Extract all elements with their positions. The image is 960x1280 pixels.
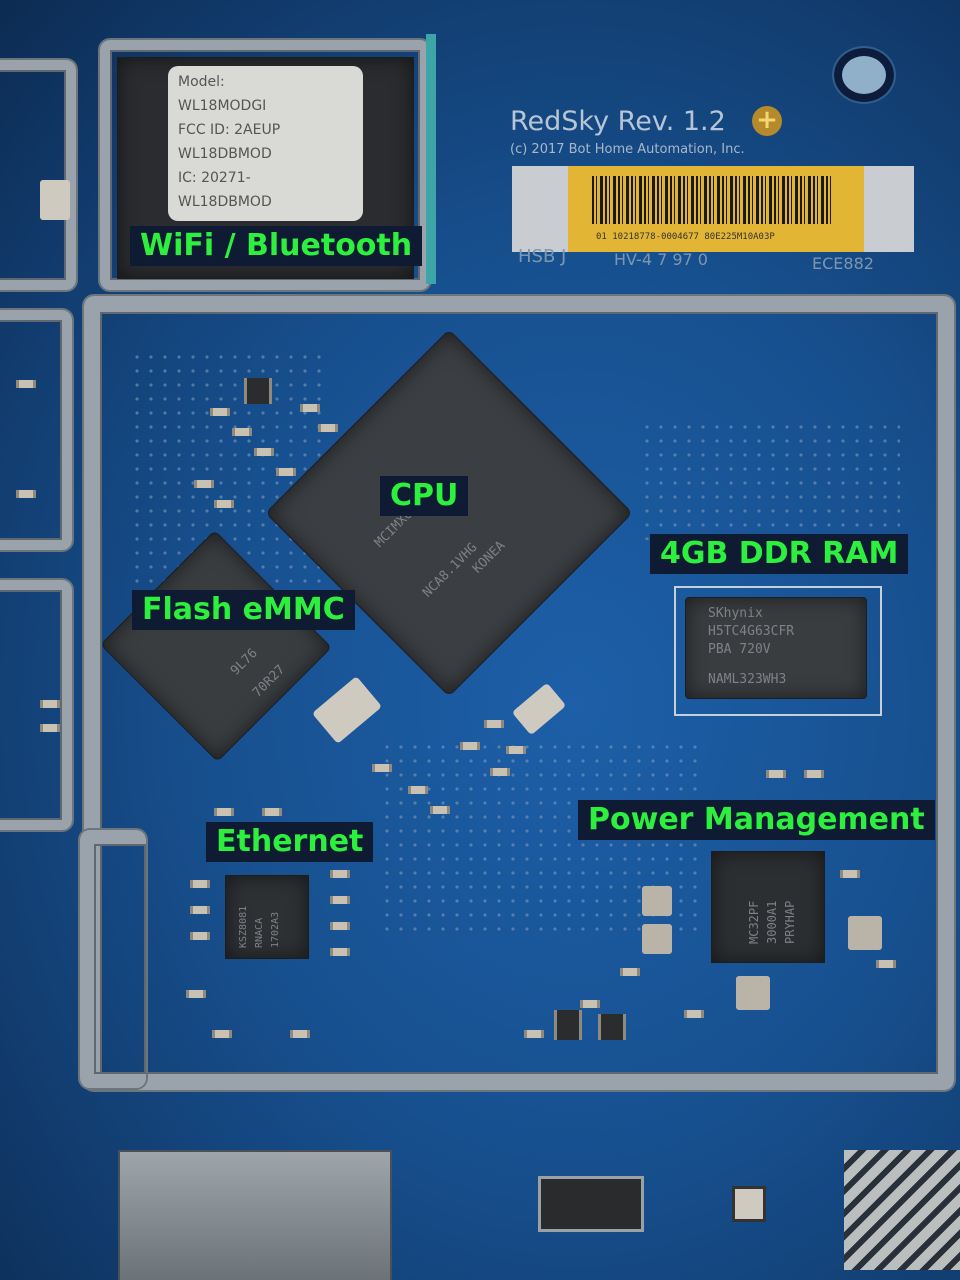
smd-part [460, 742, 480, 750]
inductor [642, 924, 672, 954]
smd-part [300, 404, 320, 412]
smd-part [214, 808, 234, 816]
sticker-line: WL18DBMOD [178, 146, 272, 162]
eth-marking-2: RNACA [254, 917, 265, 948]
ram-marking-4: NAML323WH3 [708, 672, 787, 687]
label-cpu: CPU [380, 476, 469, 516]
smd-part [16, 490, 36, 498]
antenna-strip [426, 34, 436, 284]
smd-part [194, 480, 214, 488]
module-sticker: Model: WL18MODGI FCC ID: 2AEUP WL18DBMOD… [168, 66, 363, 221]
pmic-marking-1: MC32PF [747, 900, 761, 944]
power-connector [538, 1176, 644, 1232]
smd-part [330, 922, 350, 930]
transistor [244, 378, 272, 404]
smd-part [620, 968, 640, 976]
hsb-text: HSB J [518, 246, 567, 267]
board-revision-text: RedSky Rev. 1.2 [510, 106, 726, 137]
barcode-text: 01 10218778-0004677 80E225M10A03P [596, 232, 775, 242]
transistor [554, 1010, 582, 1040]
ethernet-jack [118, 1150, 392, 1280]
sticker-line: FCC ID: 2AEUP [178, 122, 281, 138]
sticker-line: WL18MODGI [178, 98, 267, 114]
left-shield-upper [0, 60, 76, 290]
smd-part [766, 770, 786, 778]
left-shield-lower [0, 580, 72, 830]
inductor [848, 916, 882, 950]
ram-marking-1: SKhynix [708, 606, 763, 621]
smd-part [276, 468, 296, 476]
ram-marking-3: PBA 720V [708, 642, 771, 657]
label-ethernet: Ethernet [206, 822, 374, 862]
inductor [736, 976, 770, 1010]
smd-part [506, 746, 526, 754]
transistor [598, 1014, 626, 1040]
left-shield-mid [0, 310, 72, 550]
sticker-line: Model: [178, 74, 225, 90]
crystal [40, 180, 70, 220]
barcode-bars [592, 176, 832, 224]
label-flash-emmc: Flash eMMC [132, 590, 355, 630]
shield-frame-notch [80, 830, 146, 1088]
pmic-marking-2: 3000A1 [765, 900, 779, 944]
smd-part [330, 948, 350, 956]
smd-part [318, 424, 338, 432]
smd-part [330, 870, 350, 878]
smd-part [684, 1010, 704, 1018]
header-connector [844, 1150, 960, 1270]
smd-part [214, 500, 234, 508]
pmic-marking-3: PRYHAP [783, 900, 797, 944]
hv-text: HV-4 7 97 0 [614, 250, 708, 269]
smd-part [210, 408, 230, 416]
smd-part [262, 808, 282, 816]
inductor [642, 886, 672, 916]
smd-part [186, 990, 206, 998]
part-code-text: ECE882 [812, 254, 874, 273]
smd-part [330, 896, 350, 904]
sticker-line: WL18DBMOD [178, 194, 272, 210]
smd-part [840, 870, 860, 878]
via-field [640, 420, 900, 540]
smd-part [524, 1030, 544, 1038]
wifi-shield [100, 40, 430, 290]
smd-part [190, 932, 210, 940]
mounting-hole [834, 48, 894, 102]
ram-marking-2: H5TC4G63CFR [708, 624, 795, 639]
sticker-line: IC: 20271- [178, 170, 251, 186]
smd-part [580, 1000, 600, 1008]
ethernet-chip [226, 876, 308, 958]
smd-part [430, 806, 450, 814]
eth-marking-3: 1702A3 [270, 911, 281, 948]
pmic-chip [712, 852, 824, 962]
label-ram: 4GB DDR RAM [650, 534, 909, 574]
smd-part [16, 380, 36, 388]
smd-part [876, 960, 896, 968]
smd-part [372, 764, 392, 772]
smd-part [290, 1030, 310, 1038]
smd-part [190, 880, 210, 888]
plus-marker-icon: + [752, 106, 782, 136]
smd-part [212, 1030, 232, 1038]
smd-part [804, 770, 824, 778]
smd-part [190, 906, 210, 914]
smd-part [490, 768, 510, 776]
label-power-management: Power Management [578, 800, 935, 840]
main-shield-frame [84, 296, 954, 1090]
smd-part [232, 428, 252, 436]
smd-part [254, 448, 274, 456]
smd-part [40, 700, 60, 708]
smd-part [40, 724, 60, 732]
ram-chip [686, 598, 866, 698]
label-wifi-bluetooth: WiFi / Bluetooth [130, 226, 423, 266]
ram-outline [674, 586, 882, 716]
test-pad [732, 1186, 766, 1222]
smd-part [484, 720, 504, 728]
copyright-text: (c) 2017 Bot Home Automation, Inc. [510, 142, 745, 157]
eth-marking-1: KSZ8081 [238, 905, 249, 948]
smd-part [408, 786, 428, 794]
